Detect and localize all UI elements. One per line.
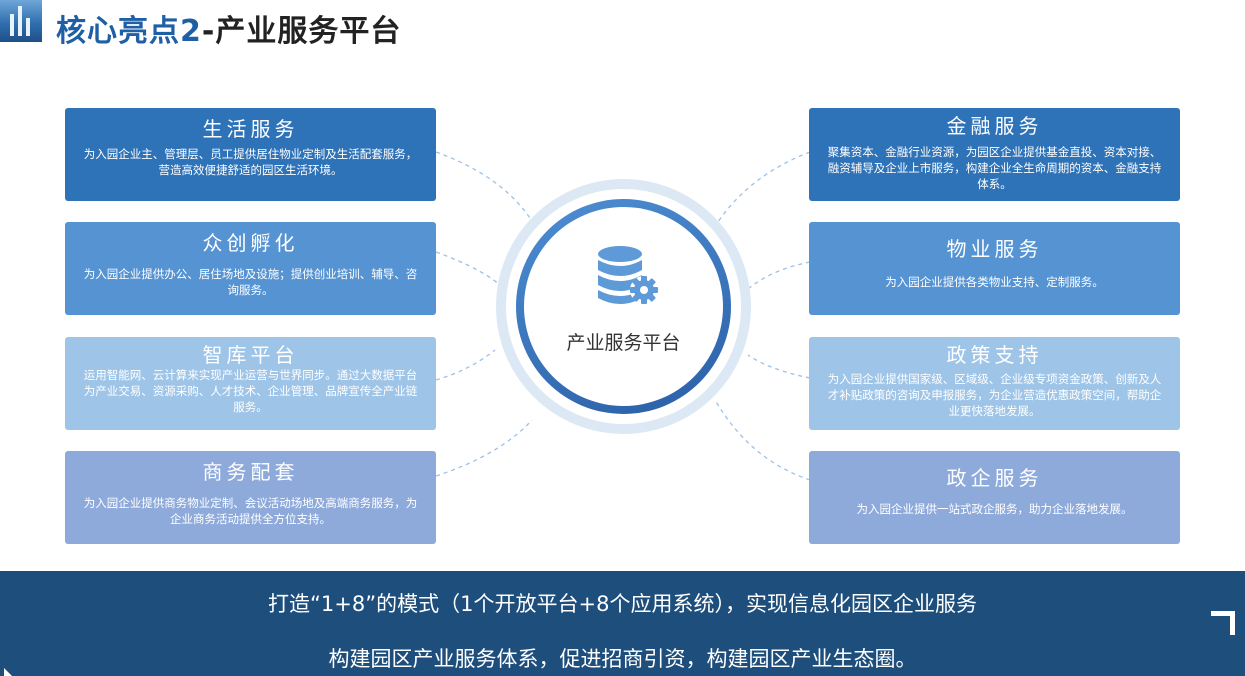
connector-lines (435, 151, 811, 481)
corner-triangle-icon (4, 668, 12, 676)
card-incubation: 众创孵化 为入园企业提供办公、居住场地及设施；提供创业培训、辅导、咨询服务。 (65, 222, 436, 315)
card-gov-enterprise: 政企服务 为入园企业提供一站式政企服务，助力企业落地发展。 (809, 451, 1180, 544)
card-life-service: 生活服务 为入园企业主、管理层、员工提供居住物业定制及生活配套服务，营造高效便捷… (65, 108, 436, 201)
card-finance: 金融服务 聚集资本、金融行业资源，为园区企业提供基金直投、资本对接、融资辅导及企… (809, 108, 1180, 201)
card-desc: 运用智能网、云计算来实现产业运营与世界同步。通过大数据平台为产业交易、资源采购、… (83, 368, 418, 414)
card-desc: 为入园企业提供一站式政企服务，助力企业落地发展。 (856, 502, 1133, 516)
card-desc: 为入园企业提供办公、居住场地及设施；提供创业培训、辅导、咨询服务。 (83, 267, 418, 297)
footer-banner: 打造“1+8”的模式（1个开放平台+8个应用系统），实现信息化园区企业服务 构建… (0, 571, 1245, 676)
database-gear-icon (598, 246, 658, 304)
footer-line-2: 构建园区产业服务体系，促进招商引资，构建园区产业生态圈。 (328, 647, 917, 671)
card-title: 政策支持 (946, 343, 1043, 367)
card-title: 金融服务 (946, 114, 1043, 138)
hub-center (524, 207, 723, 406)
card-desc: 为入园企业提供国家级、区域级、企业级专项资金政策、创新及人才补贴政策的咨询及申报… (827, 372, 1162, 418)
page-title: 核心亮点2-产业服务平台 (56, 6, 401, 50)
page-title-prefix: 核心亮点2 (56, 14, 202, 49)
card-desc: 为入园企业提供各类物业支持、定制服务。 (885, 275, 1104, 289)
card-title: 商务配套 (202, 460, 299, 484)
card-title: 智库平台 (202, 343, 299, 367)
page-title-suffix: -产业服务平台 (201, 14, 402, 49)
card-title: 生活服务 (202, 117, 299, 141)
card-desc: 聚集资本、金融行业资源，为园区企业提供基金直投、资本对接、融资辅导及企业上市服务… (827, 145, 1162, 191)
card-think-tank: 智库平台 运用智能网、云计算来实现产业运营与世界同步。通过大数据平台为产业交易、… (65, 337, 436, 430)
footer-line-1: 打造“1+8”的模式（1个开放平台+8个应用系统），实现信息化园区企业服务 (268, 592, 977, 616)
card-title: 众创孵化 (202, 231, 299, 255)
card-title: 政企服务 (946, 466, 1043, 490)
card-policy: 政策支持 为入园企业提供国家级、区域级、企业级专项资金政策、创新及人才补贴政策的… (809, 337, 1180, 430)
card-desc: 为入园企业提供商务物业定制、会议活动场地及高端商务服务，为企业商务活动提供全方位… (83, 496, 418, 526)
corner-bracket-icon (1211, 611, 1235, 635)
card-desc: 为入园企业主、管理层、员工提供居住物业定制及生活配套服务，营造高效便捷舒适的园区… (83, 147, 418, 177)
hub-label: 产业服务平台 (566, 332, 681, 354)
card-business: 商务配套 为入园企业提供商务物业定制、会议活动场地及高端商务服务，为企业商务活动… (65, 451, 436, 544)
logo (0, 0, 42, 42)
card-property: 物业服务 为入园企业提供各类物业支持、定制服务。 (809, 222, 1180, 315)
card-title: 物业服务 (946, 237, 1043, 261)
